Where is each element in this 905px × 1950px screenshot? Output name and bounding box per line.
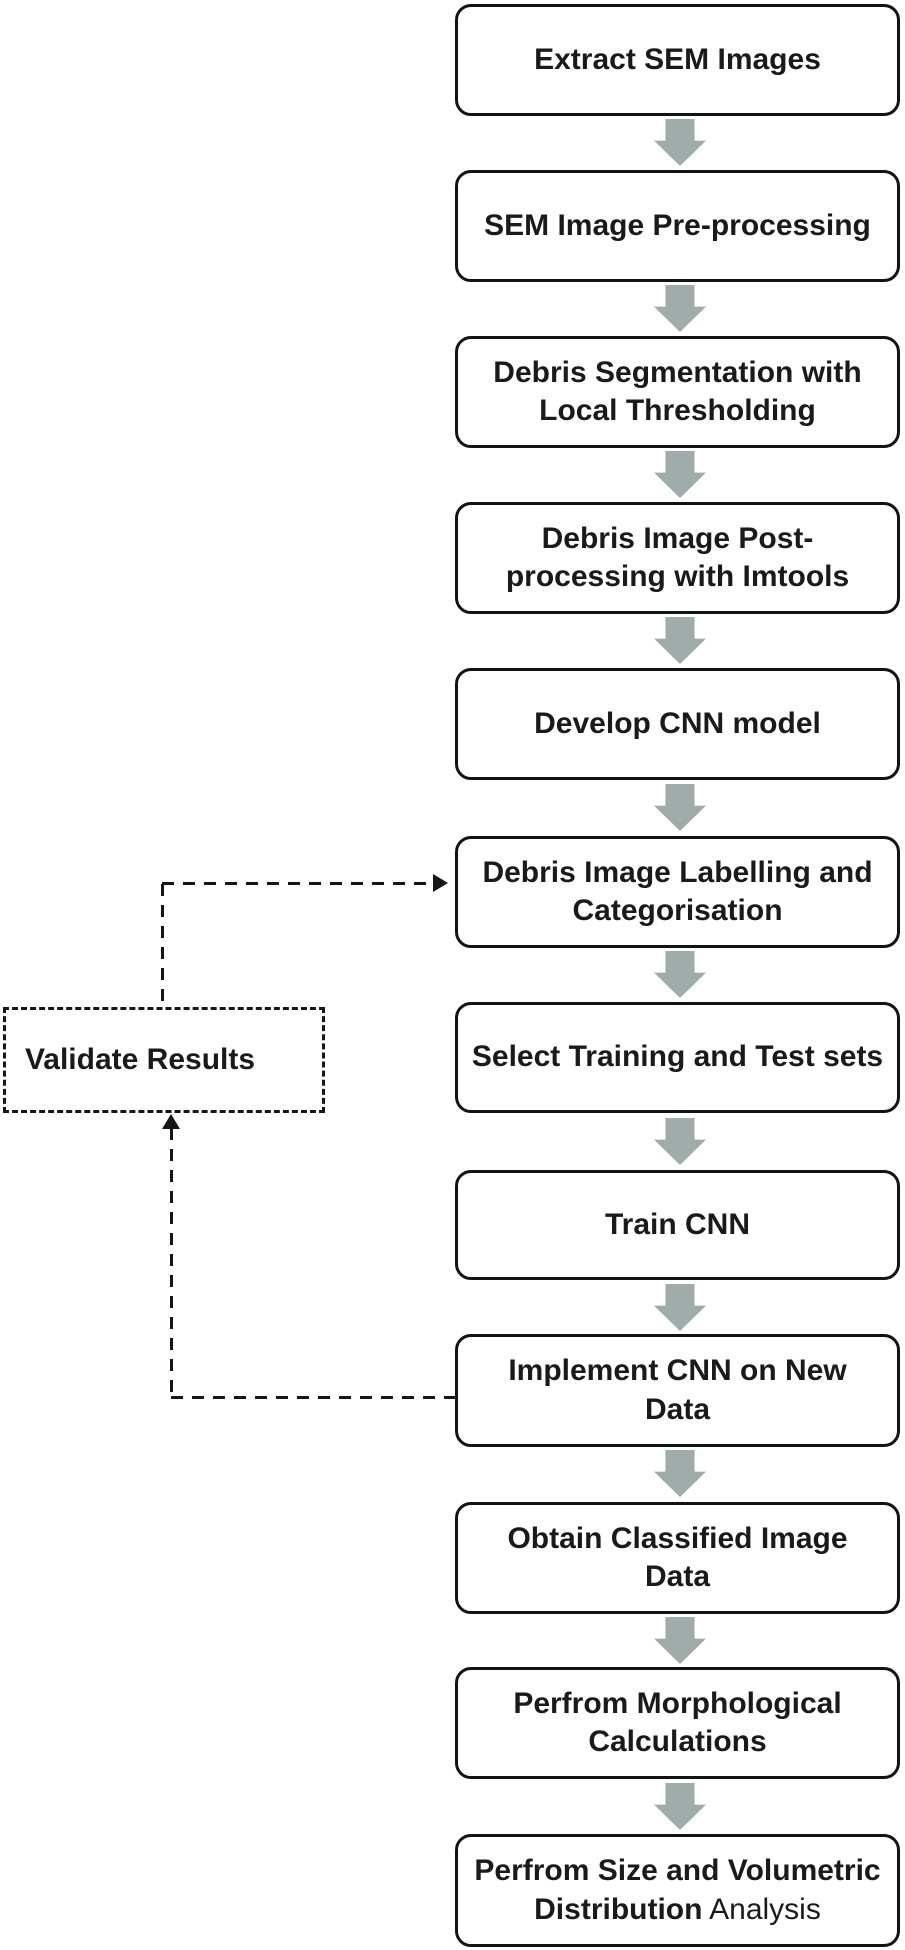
step-label: Obtain Classified Image Data: [507, 1521, 848, 1593]
step-label: Develop CNN model: [534, 706, 821, 740]
dashed-connector-to-labelling: [162, 882, 433, 885]
step-train-cnn: Train CNN: [455, 1170, 900, 1280]
down-arrow-icon: [654, 1284, 706, 1331]
validate-results-label: Validate Results: [24, 1042, 256, 1076]
step-label: Debris Image Post- processing with Imtoo…: [505, 521, 850, 593]
down-arrow-icon: [654, 285, 706, 332]
step-label-regular: Analysis: [702, 1892, 821, 1926]
step-select-training-test-sets: Select Training and Test sets: [455, 1002, 900, 1113]
step-label-bold: Perfrom Size and Volumetric Distribution: [474, 1854, 881, 1926]
dashed-connector-from-implement: [171, 1396, 455, 1399]
down-arrow-icon: [654, 119, 706, 166]
step-extract-sem-images: Extract SEM Images: [455, 4, 900, 116]
step-debris-image-labelling-categorisation: Debris Image Labelling and Categorisatio…: [455, 836, 900, 948]
step-label: Extract SEM Images: [534, 42, 821, 76]
step-label: Implement CNN on New Data: [508, 1354, 847, 1426]
down-arrow-icon: [654, 1617, 706, 1664]
validate-results-box: Validate Results: [3, 1007, 325, 1113]
step-implement-cnn-new-data: Implement CNN on New Data: [455, 1334, 900, 1447]
step-label: SEM Image Pre-processing: [484, 208, 871, 242]
arrowhead-right-icon: [433, 874, 448, 892]
step-sem-image-pre-processing: SEM Image Pre-processing: [455, 170, 900, 282]
step-label: Debris Segmentation with Local Threshold…: [493, 355, 862, 427]
step-label: Perfrom Morphological Calculations: [513, 1686, 842, 1758]
arrowhead-up-icon: [162, 1114, 180, 1129]
down-arrow-icon: [654, 1783, 706, 1830]
step-label: Select Training and Test sets: [471, 1040, 884, 1074]
step-label: Debris Image Labelling and Categorisatio…: [482, 855, 873, 927]
step-perform-morphological-calculations: Perfrom Morphological Calculations: [455, 1667, 900, 1779]
step-debris-segmentation-local-thresholding: Debris Segmentation with Local Threshold…: [455, 336, 900, 448]
step-label: Perfrom Size and Volumetric Distribution…: [458, 1852, 897, 1928]
down-arrow-icon: [654, 617, 706, 664]
step-label: Train CNN: [604, 1207, 751, 1241]
down-arrow-icon: [654, 451, 706, 498]
dashed-connector-validate-up: [161, 884, 164, 1007]
step-perform-size-volumetric-distribution-analysis: Perfrom Size and Volumetric Distribution…: [455, 1834, 900, 1947]
down-arrow-icon: [654, 784, 706, 831]
dashed-connector-validate-down: [170, 1128, 173, 1397]
down-arrow-icon: [654, 1450, 706, 1497]
down-arrow-icon: [654, 1118, 706, 1165]
step-develop-cnn-model: Develop CNN model: [455, 668, 900, 780]
down-arrow-icon: [654, 951, 706, 998]
step-debris-image-post-processing-imtools: Debris Image Post- processing with Imtoo…: [455, 502, 900, 614]
step-obtain-classified-image-data: Obtain Classified Image Data: [455, 1502, 900, 1614]
